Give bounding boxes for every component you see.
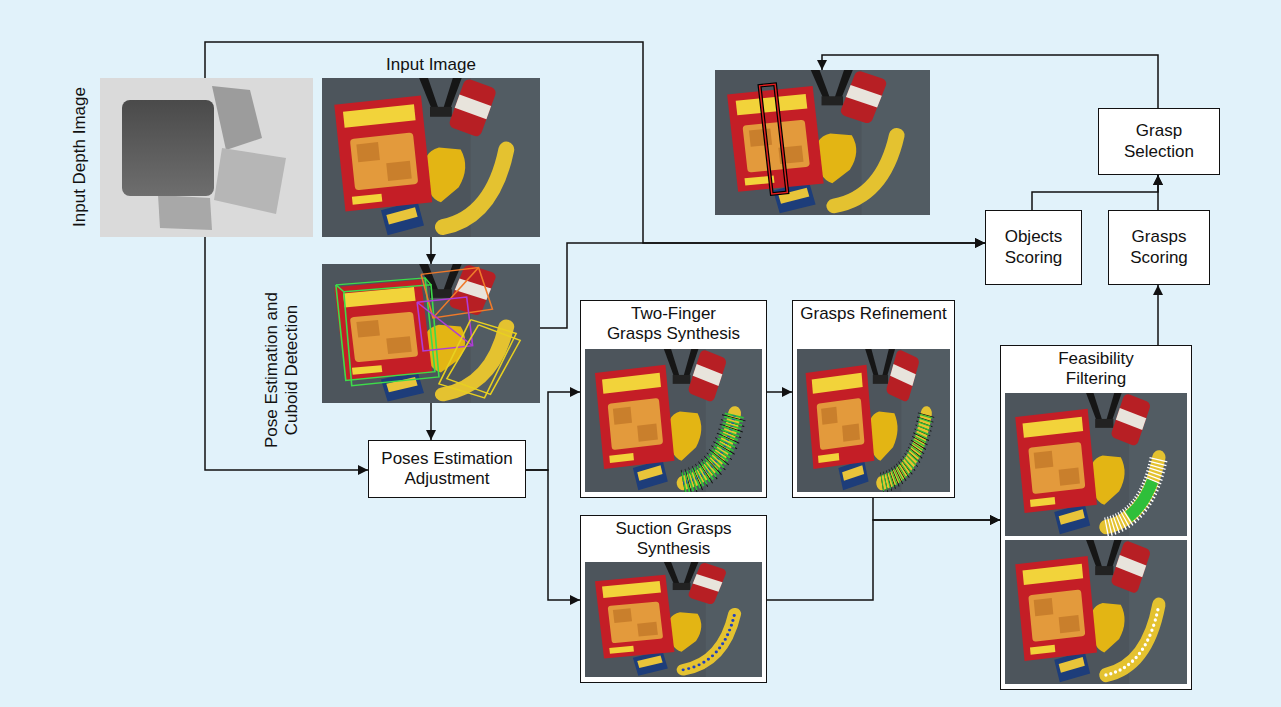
pose-photo [322, 264, 540, 403]
result-photo [760, 84, 788, 194]
panel-label: Input Image [322, 55, 540, 75]
process-panel: Two-Finger Grasps Synthesis [580, 300, 767, 498]
flow-arrow [540, 243, 985, 328]
connector-layer [205, 42, 1158, 600]
box-label: Suction Grasps Synthesis [609, 519, 739, 560]
grasp-photo [585, 349, 762, 492]
process-panel: Feasibility Filtering [1000, 345, 1192, 690]
flow-arrow [205, 237, 368, 470]
box-label: Grasps Refinement [796, 304, 951, 324]
flow-arrow [526, 470, 580, 600]
result-photo [715, 70, 930, 215]
grasp-photo [1106, 457, 1159, 527]
image-panel: Input Image [322, 78, 540, 237]
flow-arrow [1157, 285, 1159, 345]
grasp-photo [1005, 540, 1187, 684]
pose-photo [322, 264, 540, 403]
grasp-photo [683, 413, 734, 483]
depth-photo [100, 78, 313, 237]
grasp-photo [1005, 540, 1187, 684]
flow-arrow [767, 391, 792, 393]
flow-arrow [767, 520, 1000, 600]
pose-photo [344, 285, 439, 386]
pose-photo [433, 267, 479, 317]
grasp-photo [1005, 393, 1187, 536]
result-photo [760, 84, 788, 194]
image-panel: Pose Estimation and Cuboid Detection [322, 264, 540, 403]
flow-arrow [526, 392, 580, 470]
box-label: Grasps Scoring [1115, 227, 1203, 268]
box-label: Feasibility Filtering [1036, 349, 1156, 390]
panel-label: Pose Estimation and Cuboid Detection [262, 280, 303, 460]
flow-arrow [873, 498, 1000, 520]
flow-arrow [430, 237, 432, 264]
process-panel: Grasps Refinement [792, 300, 955, 498]
depth-photo [122, 100, 214, 196]
flow-arrow [205, 42, 985, 243]
process-box: Grasps Scoring [1108, 210, 1210, 285]
pose-photo [421, 267, 492, 317]
panel-ground [580, 300, 767, 498]
pose-photo [417, 302, 472, 345]
grasp-photo [683, 413, 734, 483]
grasp-photo [585, 562, 762, 677]
box-label: Objects Scoring [992, 227, 1075, 268]
pose-photo [417, 297, 472, 351]
panel-label: Input Depth Image [70, 67, 90, 247]
flow-arrow [1032, 175, 1158, 210]
scene-photo [322, 78, 540, 237]
depth-photo [158, 195, 212, 230]
scene-photo [322, 78, 540, 237]
panel-ground [580, 515, 767, 683]
image-panel: Input Depth Image [100, 78, 313, 237]
depth-photo [212, 86, 262, 150]
grasp-photo [882, 413, 927, 483]
pose-photo [439, 320, 516, 398]
grasp-photo [1106, 457, 1159, 527]
grasp-photo [585, 349, 762, 492]
panel-label: Pose Estimation and Cuboid Detection [262, 280, 303, 460]
process-box: Grasp Selection [1098, 108, 1220, 175]
box-label: Poses Estimation Adjustment [375, 449, 519, 490]
panel-ground [1000, 345, 1192, 690]
grasp-photo [797, 349, 950, 492]
panel-ground [580, 300, 1192, 690]
panel-label: Input Image [322, 55, 540, 75]
process-panel: Suction Grasps Synthesis [580, 515, 767, 683]
grasp-photo [683, 614, 734, 670]
depth-photo [214, 148, 286, 214]
pose-photo [425, 278, 431, 285]
pose-photo [336, 285, 344, 292]
pose-photo [336, 267, 520, 397]
grasp-photo [585, 562, 762, 677]
result-photo [760, 84, 788, 194]
grasp-photo [683, 413, 734, 483]
box-label: Grasp Selection [1105, 121, 1213, 162]
grasp-photo [1005, 393, 1187, 536]
grasp-photo [1106, 605, 1159, 675]
pose-photo [447, 325, 520, 395]
flow-arrow [430, 403, 432, 440]
grasp-photo [797, 349, 950, 492]
result-photo [715, 70, 930, 215]
box-label: Two-Finger Grasps Synthesis [604, 304, 744, 345]
result-arrow [822, 55, 1158, 108]
panel-ground [792, 300, 955, 498]
panel-label: Input Depth Image [70, 67, 90, 247]
depth-photo [100, 78, 313, 237]
process-box: Poses Estimation Adjustment [368, 440, 526, 498]
process-box: Objects Scoring [985, 210, 1082, 285]
grasp-photo [882, 413, 927, 483]
